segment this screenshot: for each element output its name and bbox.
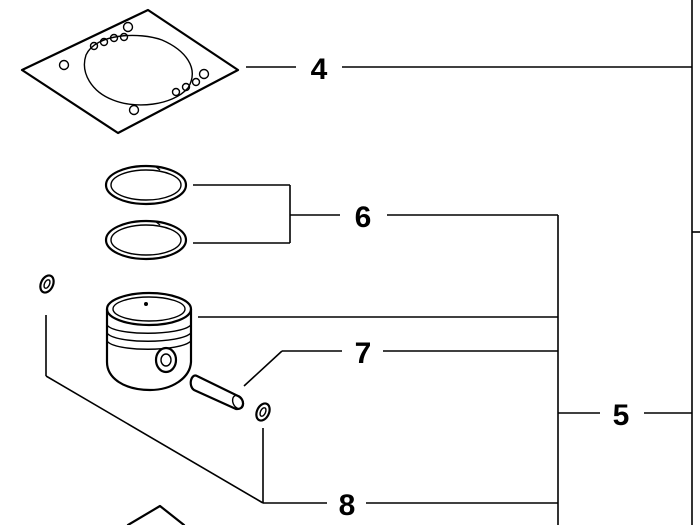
piston-icon: [105, 291, 193, 392]
callout-4: 4: [311, 53, 328, 86]
callout-8: 8: [339, 489, 356, 522]
piston-pin-icon: [189, 374, 245, 411]
leader-lines: [45, 0, 700, 525]
piston-rings-icon: [104, 164, 188, 261]
cylinder-gasket-icon: [20, 8, 240, 135]
partial-part-icon: [126, 504, 186, 525]
circlip-left-icon: [39, 274, 55, 294]
callout-5: 5: [613, 399, 630, 432]
circlip-right-icon: [255, 402, 271, 422]
callout-7: 7: [355, 337, 372, 370]
callout-6: 6: [355, 201, 372, 234]
